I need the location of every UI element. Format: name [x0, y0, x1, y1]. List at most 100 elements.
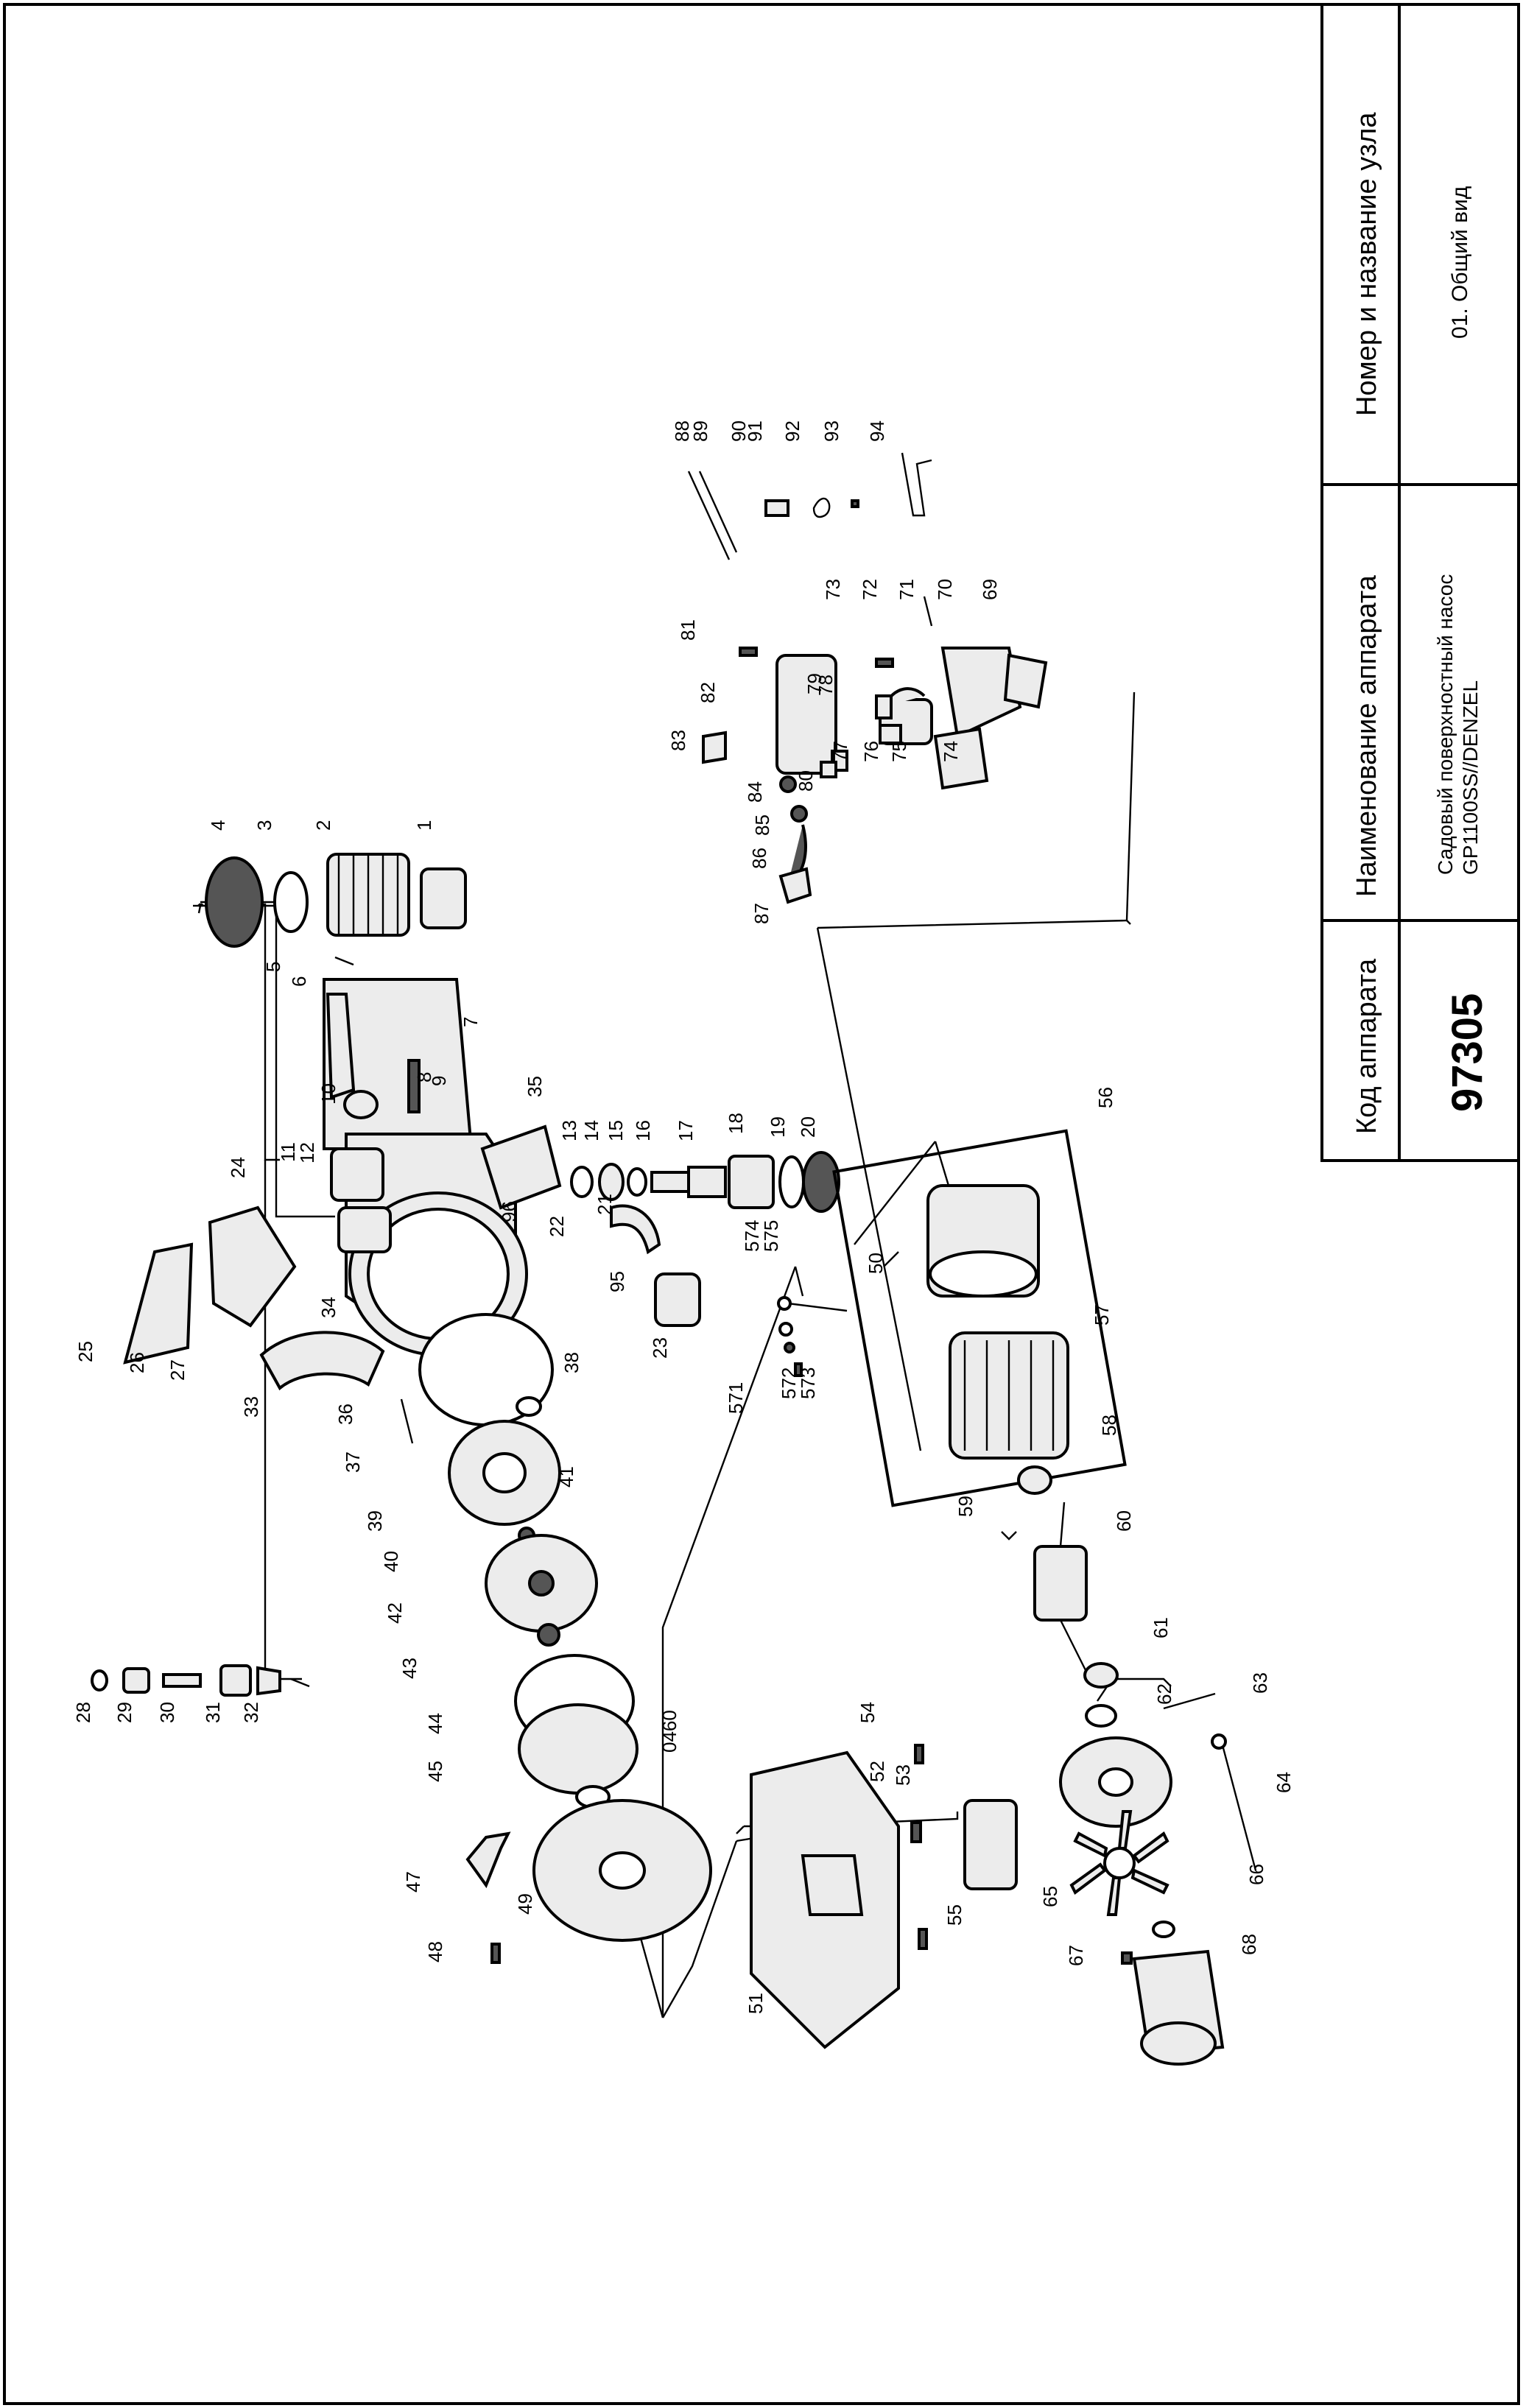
- callout-17: 17: [675, 1120, 697, 1141]
- part-3-ring: [273, 871, 309, 933]
- part-75: [879, 724, 902, 744]
- part-61: [1085, 1704, 1117, 1728]
- callout-34: 34: [317, 1297, 340, 1318]
- callout-68: 68: [1238, 1934, 1260, 1955]
- part-30: [162, 1673, 202, 1688]
- callout-72: 72: [859, 579, 881, 600]
- title-block: Код аппарата Наименование аппарата Номер…: [1320, 3, 1520, 1162]
- callout-32: 32: [240, 1702, 262, 1723]
- pump-assembly: [91, 853, 840, 1964]
- callout-55: 55: [943, 1904, 965, 1926]
- callout-11: 11: [277, 1142, 299, 1162]
- part-89: [698, 471, 738, 553]
- callout-21: 21: [594, 1194, 616, 1215]
- part-65-fan: [1069, 1810, 1169, 1916]
- callout-84: 84: [744, 781, 766, 803]
- part-93: [851, 499, 859, 508]
- part-21-hose: [610, 1204, 661, 1255]
- part-17: [687, 1166, 727, 1198]
- callout-36: 36: [334, 1404, 356, 1425]
- callout-44: 44: [424, 1713, 446, 1734]
- part-54-screw: [914, 1744, 924, 1764]
- part-53b-screw: [918, 1928, 928, 1950]
- callout-37: 37: [342, 1451, 364, 1473]
- callout-40: 40: [380, 1551, 402, 1572]
- callout-60: 60: [1113, 1510, 1135, 1532]
- part-572: [784, 1342, 795, 1353]
- part-88: [687, 471, 731, 560]
- callout-95: 95: [606, 1271, 628, 1292]
- callout-22: 22: [546, 1216, 568, 1237]
- callout-62: 62: [1153, 1683, 1175, 1705]
- callout-18: 18: [725, 1113, 747, 1134]
- callout-87: 87: [750, 903, 773, 924]
- callout-575: 575: [760, 1220, 782, 1252]
- callout-0460: 0460: [658, 1710, 680, 1753]
- callout-91: 91: [744, 420, 766, 442]
- code-value: 97305: [1443, 993, 1491, 1112]
- part-13: [570, 1166, 594, 1198]
- callout-20: 20: [797, 1116, 819, 1138]
- part-4-nut: [205, 856, 264, 948]
- part-63: [1211, 1733, 1227, 1750]
- part-16: [650, 1171, 690, 1193]
- callout-66: 66: [1245, 1864, 1267, 1885]
- callout-51: 51: [745, 1993, 767, 2014]
- part-43: [537, 1623, 560, 1647]
- part-87-plug: [778, 867, 812, 904]
- callout-90: 90: [728, 420, 750, 442]
- callout-63: 63: [1249, 1672, 1271, 1694]
- callout-43: 43: [398, 1658, 421, 1679]
- callout-53: 53: [892, 1764, 914, 1786]
- part-48-screw: [490, 1943, 501, 1964]
- callout-39: 39: [364, 1510, 386, 1532]
- callout-8: 8: [413, 1072, 435, 1082]
- part-82-capacitor-box: [775, 654, 837, 775]
- callout-76: 76: [860, 741, 882, 762]
- part-10-plug: [343, 1090, 379, 1119]
- part-33-shroud: [259, 1331, 385, 1391]
- device-name-line2: GP1100SS//DENZEL: [1459, 680, 1482, 875]
- callout-12: 12: [296, 1142, 318, 1163]
- callout-16: 16: [632, 1120, 654, 1141]
- callout-65: 65: [1039, 1886, 1061, 1907]
- callout-4: 4: [207, 820, 229, 831]
- callout-59: 59: [954, 1496, 977, 1517]
- callout-41: 41: [555, 1466, 577, 1488]
- callout-93: 93: [820, 420, 843, 442]
- part-29: [122, 1667, 150, 1694]
- part-35-cover: [480, 1124, 562, 1210]
- callout-25: 25: [74, 1341, 96, 1362]
- callout-48: 48: [424, 1941, 446, 1962]
- callout-83: 83: [667, 730, 689, 751]
- callout-33: 33: [240, 1396, 262, 1418]
- part-92: [812, 497, 831, 518]
- callout-75: 75: [888, 741, 910, 762]
- callout-50: 50: [865, 1253, 887, 1274]
- callout-73: 73: [822, 579, 844, 600]
- part-66: [1152, 1921, 1175, 1938]
- assembly-guide-lines: [197, 901, 335, 1218]
- callout-77: 77: [829, 741, 851, 762]
- callout-74: 74: [940, 741, 962, 762]
- electrical-components: [687, 452, 1048, 904]
- callout-13: 13: [558, 1120, 580, 1141]
- callout-15: 15: [605, 1120, 627, 1141]
- callout-6: 6: [288, 976, 310, 987]
- callout-49: 49: [514, 1893, 536, 1915]
- callout-47: 47: [402, 1871, 424, 1893]
- callout-28: 28: [72, 1702, 94, 1723]
- callout-571: 571: [725, 1382, 747, 1414]
- callout-1: 1: [413, 820, 435, 831]
- callout-52: 52: [866, 1761, 888, 1782]
- part-25-leg: [123, 1242, 194, 1365]
- part-28: [91, 1669, 108, 1691]
- part-73-screw: [875, 658, 894, 668]
- callout-81: 81: [677, 619, 699, 641]
- callout-572: 572: [778, 1367, 800, 1399]
- callout-86: 86: [748, 848, 770, 869]
- callout-69: 69: [979, 579, 1001, 600]
- part-19: [778, 1155, 805, 1208]
